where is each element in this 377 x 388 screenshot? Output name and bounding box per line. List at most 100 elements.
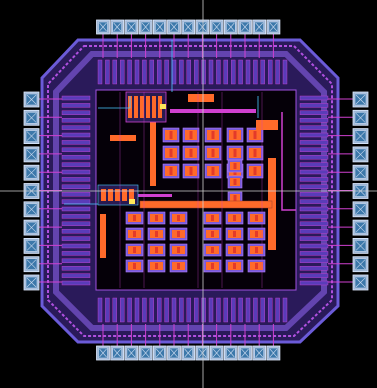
poly-gate (253, 131, 257, 139)
io-driver-cell (186, 297, 192, 323)
pad-cross (198, 348, 207, 358)
pad-cross (26, 259, 37, 269)
pad-cross (26, 94, 37, 105)
poly-gate (155, 231, 158, 237)
io-driver-cell (299, 110, 329, 116)
pad-cross (269, 348, 278, 358)
transistor-cell (162, 127, 180, 143)
io-driver-cell (245, 59, 251, 85)
poly-gate (177, 263, 180, 269)
io-driver-cell (193, 297, 199, 323)
io-driver-cell (61, 110, 91, 116)
io-pad-icon (152, 19, 167, 35)
io-driver-cell (245, 297, 251, 323)
io-pad-icon (110, 345, 125, 361)
resistor-bar (150, 118, 156, 186)
poly-gate (177, 247, 180, 253)
poly-gate (211, 215, 214, 221)
io-driver-cell (61, 117, 91, 123)
io-pad-icon (124, 345, 139, 361)
io-driver-cell (179, 297, 184, 323)
io-pad-icon (352, 237, 369, 254)
transistor-cell (169, 259, 188, 273)
transistor-cell (226, 127, 244, 143)
io-driver-cell (216, 297, 221, 323)
io-pad-icon (238, 345, 252, 361)
io-pad-icon (96, 345, 110, 361)
transistor-cell (247, 211, 266, 225)
io-driver-cell (299, 199, 329, 204)
io-driver-cell (179, 59, 184, 85)
io-driver-cell (134, 59, 140, 85)
io-driver-cell (299, 258, 329, 263)
io-driver-cell (61, 132, 91, 138)
pad-cross (355, 94, 366, 105)
io-pad-icon (152, 345, 167, 361)
pad-cross (127, 348, 136, 358)
transistor-cell (247, 227, 266, 241)
io-driver-cell (275, 59, 280, 85)
poly-gate (155, 215, 158, 221)
io-pad-icon (23, 109, 40, 126)
io-driver-cell (299, 228, 329, 234)
transistor-cell (147, 259, 166, 273)
io-driver-cell (299, 103, 329, 108)
io-driver-cell (253, 297, 258, 323)
poly-gate (211, 149, 215, 157)
io-driver-cell (112, 297, 118, 323)
io-pad-icon (352, 201, 369, 218)
io-pad-icon (23, 164, 40, 181)
pad-cross (355, 167, 366, 178)
pad-cross (255, 348, 263, 358)
io-driver-cell (61, 125, 91, 130)
transistor-cell (147, 227, 166, 241)
transistor-cell (182, 163, 200, 179)
pad-cross (227, 22, 235, 32)
poly-gate (253, 167, 257, 175)
io-driver-cell (268, 59, 273, 85)
poly-gate (189, 167, 193, 175)
pad-cross (355, 149, 366, 160)
io-driver-cell (201, 59, 206, 85)
pad-cross (198, 22, 207, 32)
transistor-cell (169, 211, 188, 225)
transistor-cell (247, 259, 266, 273)
poly-gate (211, 231, 214, 237)
pad-cross (26, 149, 37, 160)
pad-ring-routing-inner (53, 51, 327, 331)
transistor-cell (246, 127, 264, 143)
poly-gate (233, 149, 237, 157)
transistor-cell (227, 159, 243, 173)
pad-cross (355, 241, 366, 251)
io-driver-cell (149, 59, 155, 85)
poly-gate (255, 215, 258, 221)
io-pad-icon (238, 19, 252, 35)
logic-cell (152, 96, 156, 118)
pad-cross (156, 348, 164, 358)
io-driver-cell (61, 103, 91, 108)
io-driver-cell (299, 273, 329, 278)
pad-cross (99, 22, 107, 32)
pad-cross (26, 167, 37, 178)
pad-cross (355, 259, 366, 269)
io-driver-cell (61, 280, 91, 286)
transistor-cell (203, 243, 222, 257)
io-pad-icon (23, 128, 40, 145)
pad-cross (26, 204, 37, 215)
pad-cross (170, 22, 178, 32)
pad-cross (141, 348, 150, 358)
transistor-cell (203, 211, 222, 225)
pad-cross (269, 22, 278, 32)
transistor-cell (225, 259, 244, 273)
poly-gate (133, 263, 136, 269)
io-pad-icon (23, 274, 40, 291)
transistor-cell (225, 211, 244, 225)
probe-marker (160, 104, 166, 109)
io-driver-cell (119, 297, 125, 323)
io-driver-cell (61, 266, 91, 271)
pad-cross (184, 348, 192, 358)
poly-gate (233, 131, 237, 139)
poly-gate (211, 131, 215, 139)
io-driver-cell (61, 228, 91, 234)
